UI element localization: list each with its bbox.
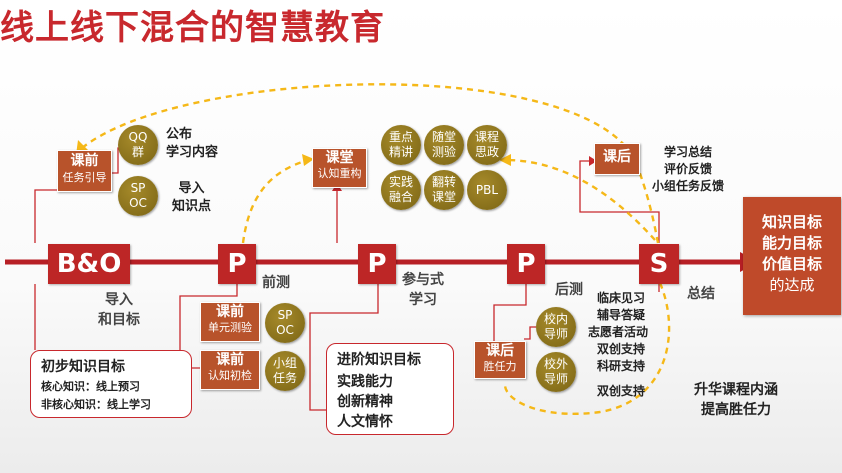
node-p3: P	[507, 244, 545, 284]
p2-to-advanced-line	[309, 284, 379, 411]
goal-value: 价值目标	[761, 255, 822, 273]
postclass-text-1: 学习总结	[664, 145, 713, 159]
circle-pbl: PBL	[467, 170, 507, 210]
dashed-arc-top	[81, 83, 631, 153]
circle-internal-mentor-label: 校内 导师	[543, 312, 568, 341]
goal-suffix: 的达成	[769, 276, 815, 294]
postclass-competency-title: 课后	[486, 343, 514, 359]
preclass-task-box: 课前 任务引导	[57, 150, 112, 192]
bo-to-preclass-line	[34, 189, 57, 243]
dashed-s-loop-bottom	[503, 282, 671, 415]
circle-flipped-label: 翻转 课堂	[431, 175, 456, 204]
circle-ideology: 课程 思政	[467, 125, 507, 165]
circle-pbl-label: PBL	[475, 182, 499, 197]
basic-goal-line-2: 非核心知识：线上学习	[41, 398, 151, 411]
activity-3: 志愿者活动	[588, 325, 649, 339]
label-p2: 参与式 学习	[402, 272, 444, 308]
circle-quiz: 随堂 测验	[424, 125, 464, 165]
preclass-quiz-sub: 单元测验	[208, 321, 252, 335]
circle-spoc-top: SP OC	[118, 176, 158, 216]
advanced-goal-title: 进阶知识目标	[337, 352, 421, 368]
circle-practice: 实践 融合	[381, 170, 421, 210]
node-bo: B&O	[48, 244, 130, 284]
preclass-cognition-title: 课前	[216, 352, 244, 368]
preclass-quiz-box: 课前 单元测验	[200, 302, 260, 342]
circle-flipped: 翻转 课堂	[424, 170, 464, 210]
circle-group-task: 小组 任务	[265, 351, 305, 391]
circle-external-mentor: 校外 导师	[536, 352, 576, 392]
circle-external-mentor-label: 校外 导师	[543, 357, 568, 386]
label-p3: 后测	[555, 282, 583, 298]
preclass-task-sub: 任务引导	[62, 171, 107, 185]
s-to-postclass-line	[579, 160, 660, 243]
postclass-competency-sub: 胜任力	[483, 360, 517, 374]
text-introduce: 导入 知识点	[172, 181, 212, 214]
goals-box: 知识目标 能力目标 价值目标 的达成	[743, 197, 841, 315]
advanced-goal-line-2: 创新精神	[337, 394, 393, 410]
activity-2: 辅导答疑	[597, 308, 646, 322]
postclass-text-3: 小组任务反馈	[652, 179, 725, 193]
circle-spoc-top-label: SP OC	[129, 181, 147, 210]
dashed-s-to-inclass	[504, 158, 656, 241]
p3-to-postclass-line	[493, 284, 527, 341]
postclass-brace	[524, 326, 536, 340]
node-p1: P	[218, 244, 256, 284]
circle-key-lecture: 重点 精讲	[381, 125, 421, 165]
postclass-competency-box: 课后 胜任力	[474, 341, 526, 379]
circle-group-task-label: 小组 任务	[272, 356, 297, 385]
preclass-cognition-sub: 认知初检	[208, 369, 252, 383]
circle-qq-label: QQ 群	[128, 130, 148, 159]
advanced-goal-line-3: 人文情怀	[337, 414, 393, 430]
advanced-goal-line-1: 实践能力	[337, 374, 393, 390]
activity-1: 临床见习	[597, 291, 646, 305]
postclass-text-2: 评价反馈	[664, 162, 713, 176]
advanced-goal-frame: 进阶知识目标 实践能力 创新精神 人文情怀	[326, 343, 454, 435]
circle-spoc-bottom-label: SP OC	[276, 308, 294, 337]
circle-practice-label: 实践 融合	[388, 175, 413, 204]
inclass-title: 课堂	[325, 150, 354, 166]
page-title: 线上线下混合的智慧教育	[0, 8, 385, 48]
goal-knowledge: 知识目标	[761, 213, 822, 231]
circle-qq: QQ 群	[118, 125, 158, 165]
text-publish: 公布 学习内容	[166, 127, 219, 160]
preclass-quiz-title: 课前	[216, 304, 244, 320]
node-p2: P	[358, 244, 396, 284]
preclass-cognition-box: 课前 认知初检	[200, 350, 260, 390]
circle-quiz-label: 随堂 测验	[431, 130, 456, 159]
dashed-p1-to-inclass	[241, 158, 309, 244]
circle-ideology-label: 课程 思政	[474, 130, 499, 159]
label-bo: 导入 和目标	[98, 292, 140, 328]
postclass-summary-box: 课后	[594, 143, 640, 175]
preclass-task-title: 课前	[70, 153, 99, 169]
activity-4: 双创支持	[597, 342, 646, 356]
activity-extra: 双创支持	[597, 384, 646, 398]
label-s: 总结	[687, 286, 715, 302]
inclass-box: 课堂 认知重构	[312, 148, 367, 188]
activity-5: 科研支持	[597, 359, 646, 373]
node-s: S	[639, 244, 679, 284]
label-p1: 前测	[262, 275, 290, 291]
basic-goal-title: 初步知识目标	[41, 359, 125, 375]
circle-internal-mentor: 校内 导师	[536, 307, 576, 347]
basic-goal-line-1: 核心知识：线上预习	[41, 380, 140, 393]
inclass-sub: 认知重构	[317, 167, 362, 181]
goal-ability: 能力目标	[761, 234, 822, 252]
circle-key-lecture-label: 重点 精讲	[388, 130, 413, 159]
bottom-right-line-2: 提高胜任力	[701, 402, 771, 418]
postclass-summary-title: 课后	[603, 149, 631, 165]
basic-goal-frame: 初步知识目标 核心知识：线上预习 非核心知识：线上学习	[30, 350, 192, 418]
circle-spoc-bottom: SP OC	[265, 303, 305, 343]
bottom-right-line-1: 升华课程内涵	[694, 382, 778, 398]
